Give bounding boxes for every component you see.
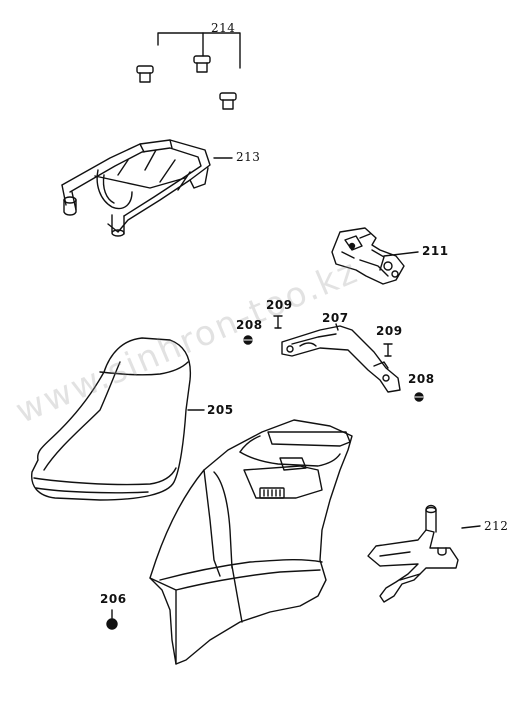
screw-lower <box>383 343 393 357</box>
label-206: 206 <box>100 592 127 606</box>
label-207: 207 <box>322 311 349 325</box>
label-213: 213 <box>236 150 261 164</box>
nut-lower <box>414 392 424 402</box>
leader-211 <box>383 251 419 257</box>
bolt-3 <box>219 92 237 110</box>
seat <box>31 337 192 501</box>
seat-lock <box>331 227 405 285</box>
label-209-lower: 209 <box>376 324 403 338</box>
bolt-1 <box>136 65 154 83</box>
label-208-upper: 208 <box>236 318 263 332</box>
fastener <box>106 609 118 630</box>
storage-compartment <box>149 419 353 665</box>
leader-212 <box>461 525 481 529</box>
label-212: 212 <box>484 519 509 533</box>
mounting-bracket <box>367 504 459 603</box>
seat-hinge-bracket <box>281 325 401 393</box>
label-205: 205 <box>207 403 234 417</box>
screw-upper <box>273 315 283 329</box>
label-208-lower: 208 <box>408 372 435 386</box>
nut-upper <box>243 335 253 345</box>
bolt-2 <box>193 55 211 73</box>
label-214: 214 <box>211 21 236 35</box>
label-209-upper: 209 <box>266 298 293 312</box>
label-211: 211 <box>422 244 449 258</box>
leader-207 <box>335 323 339 331</box>
rack-bolts <box>136 32 241 110</box>
rear-carrier <box>61 139 211 237</box>
